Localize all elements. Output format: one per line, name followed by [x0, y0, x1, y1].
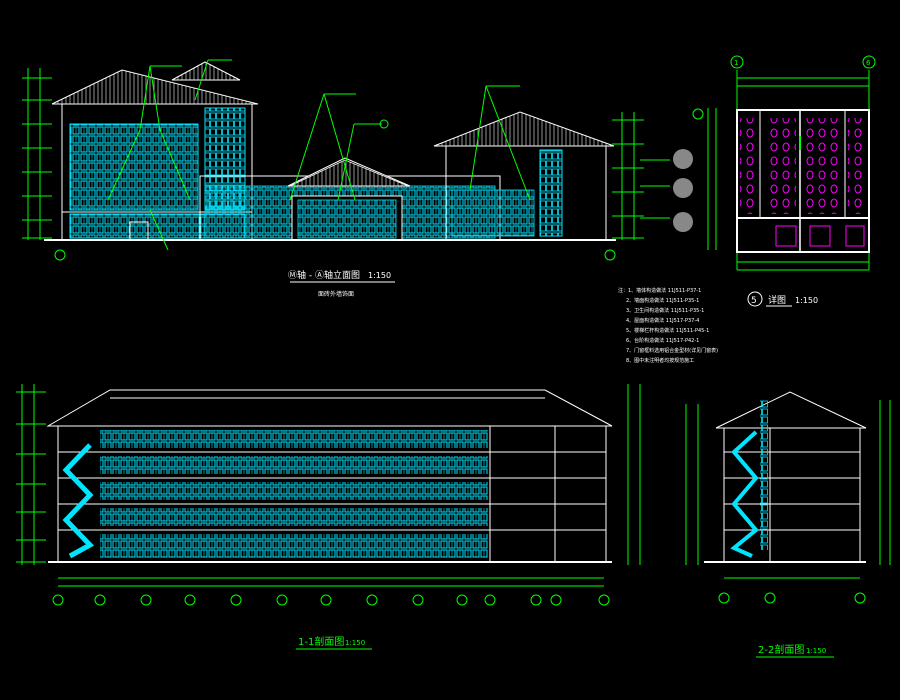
note-line-4: 4、屋面构造做法 11J517-P37-4 — [626, 317, 699, 324]
section-1-1-drawing: 1-1剖面图 1:150 — [16, 384, 641, 650]
construction-notes: 注：1、墙体构造做法 11J511-P37-1 2、墙面构造做法 11J511-… — [618, 287, 718, 364]
elevation-drawing: Ⓜ轴 - Ⓐ轴立面图 1:150 面砖外墙饰面 — [22, 59, 693, 298]
section-2-2-scale: 1:150 — [806, 647, 826, 655]
toilet-detail-plan: 1 6 5 详图 1:150 — [692, 55, 876, 307]
axis-label-6: 6 — [866, 59, 871, 67]
elevation-title: Ⓜ轴 - Ⓐ轴立面图 — [288, 269, 360, 281]
axis-bubble-6 — [862, 55, 876, 69]
note-line-2: 2、墙面构造做法 11J511-P35-1 — [626, 297, 699, 304]
detail-title: 详图 — [768, 294, 786, 306]
section-2-2-drawing: 2-2剖面图 1:150 — [685, 391, 891, 658]
note-line-8: 8、图中未注明者均按规范施工 — [626, 357, 694, 364]
elevation-subtitle: 面砖外墙饰面 — [318, 290, 354, 298]
detail-number: 5 — [751, 296, 757, 306]
section-1-1-scale: 1:150 — [345, 639, 365, 647]
note-line-3: 3、卫生间构造做法 11J511-P35-1 — [626, 307, 704, 314]
axis-bubble-1 — [730, 55, 744, 69]
section-2-2-title: 2-2剖面图 — [758, 643, 804, 656]
note-line-6: 6、台阶构造做法 11J517-P42-1 — [626, 337, 699, 344]
note-line-1: 注：1、墙体构造做法 11J511-P37-1 — [618, 287, 701, 294]
section-1-1-title: 1-1剖面图 — [298, 635, 344, 648]
elevation-scale: 1:150 — [368, 271, 391, 280]
note-line-7: 7、门窗框料选用铝合金型材(详见门窗表) — [626, 347, 718, 354]
note-line-5: 5、楼梯栏杆构造做法 11J511-P45-1 — [626, 327, 709, 334]
axis-label-1: 1 — [734, 59, 738, 67]
detail-scale: 1:150 — [795, 296, 818, 305]
